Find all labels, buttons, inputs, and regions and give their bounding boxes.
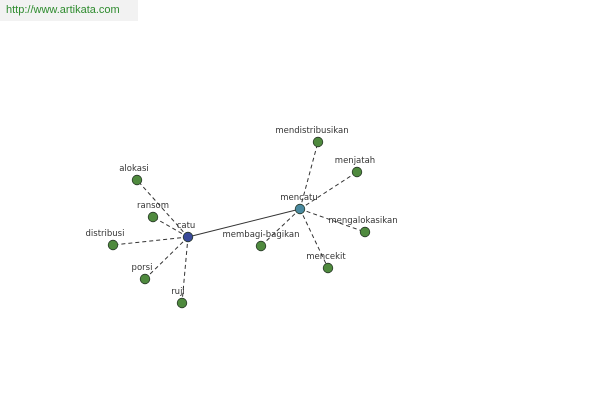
node-label-ransom: ransom: [137, 201, 169, 211]
node-mencatu[interactable]: [294, 203, 306, 215]
node-porsi[interactable]: [139, 273, 151, 285]
edges-layer: [112, 141, 366, 304]
node-label-catu: catu: [177, 221, 196, 231]
node-mengalokasikan[interactable]: [359, 226, 371, 238]
edge-catu-porsi: [144, 236, 189, 280]
node-label-alokasi: alokasi: [119, 164, 149, 174]
node-label-membagi-bagikan: membagi-bagikan: [223, 230, 300, 240]
node-mendistribusikan[interactable]: [312, 136, 324, 148]
node-distribusi[interactable]: [107, 239, 119, 251]
node-label-mengalokasikan: mengalokasikan: [328, 216, 397, 226]
node-label-mencekit: mencekit: [306, 252, 346, 262]
edge-mencatu-menjatah: [299, 171, 358, 210]
edge-catu-distribusi: [112, 236, 189, 246]
edge-catu-mencatu: [187, 208, 301, 238]
watermark-url: http://www.artikata.com: [0, 0, 138, 21]
node-mencekit[interactable]: [322, 262, 334, 274]
edge-mencatu-membagi-bagikan: [260, 208, 301, 247]
node-label-porsi: porsi: [132, 263, 153, 273]
node-label-ruji: ruji: [171, 287, 185, 297]
labels-layer: catu mencatu alokasi ransom distribusi porsi r…: [86, 126, 398, 297]
node-membagi-bagikan[interactable]: [255, 240, 267, 252]
node-ruji[interactable]: [176, 297, 188, 309]
nodes-layer: [107, 136, 371, 309]
node-catu[interactable]: [182, 231, 194, 243]
node-label-mencatu: mencatu: [280, 193, 318, 203]
node-ransom[interactable]: [147, 211, 159, 223]
edge-mencatu-mencekit: [299, 208, 329, 269]
edge-mencatu-mengalokasikan: [299, 208, 366, 233]
edge-mencatu-mendistribusikan: [299, 141, 319, 210]
node-alokasi[interactable]: [131, 174, 143, 186]
node-label-distribusi: distribusi: [86, 229, 125, 239]
node-menjatah[interactable]: [351, 166, 363, 178]
node-label-menjatah: menjatah: [335, 156, 375, 166]
edge-catu-alokasi: [136, 179, 189, 238]
node-label-mendistribusikan: mendistribusikan: [275, 126, 348, 136]
